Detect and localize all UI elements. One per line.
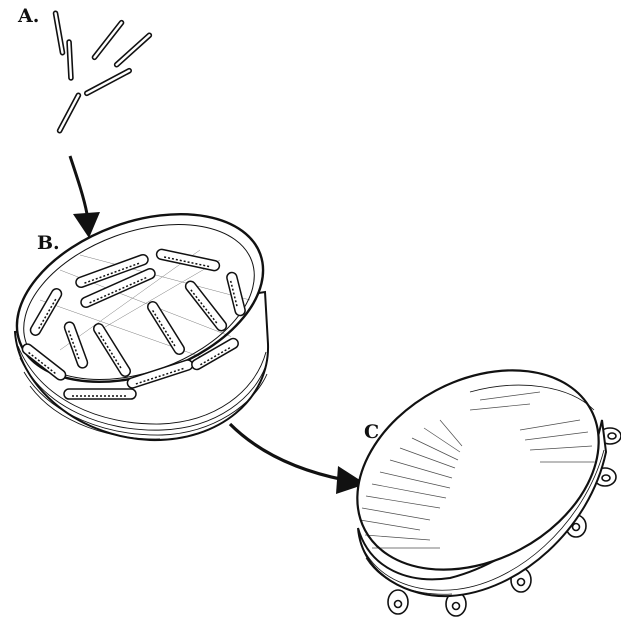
dish-rod xyxy=(64,389,136,399)
capsule-lug xyxy=(388,590,408,614)
rod-fragment xyxy=(114,32,152,67)
rod-fragment xyxy=(84,68,132,96)
label-b: B. xyxy=(37,232,60,254)
culture-dish xyxy=(0,183,286,440)
dome-capsule xyxy=(323,330,621,616)
rod-fragments xyxy=(53,11,152,133)
arrow-b-to-c xyxy=(230,424,366,494)
rod-fragment xyxy=(67,40,73,80)
rod-fragment xyxy=(53,11,65,55)
rod-fragment xyxy=(57,93,81,134)
label-a: A. xyxy=(17,5,39,27)
capsule-dome xyxy=(323,330,621,609)
arrow-a-to-b xyxy=(70,156,100,238)
rod-fragment xyxy=(92,20,125,60)
